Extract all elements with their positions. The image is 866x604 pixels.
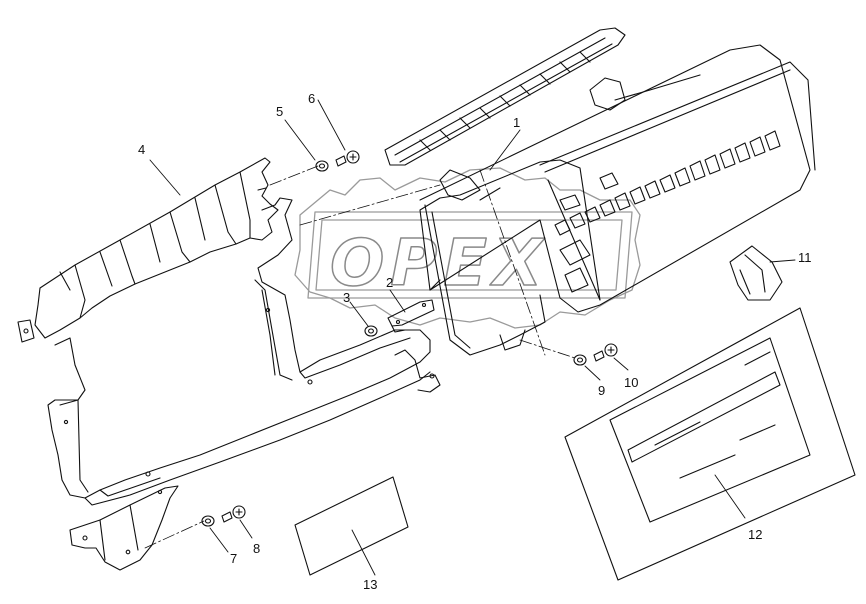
callout-4: 4 [138, 142, 146, 157]
part-1-instrument-cluster [419, 44, 816, 356]
top-strip [384, 27, 626, 166]
part-7-washer [201, 515, 215, 527]
cluster-slot-row [554, 130, 781, 236]
panel-housing-frame [47, 197, 441, 506]
part-13-label [294, 476, 409, 576]
part-8-screw [221, 505, 246, 523]
callout-1: 1 [513, 115, 521, 130]
callout-7: 7 [230, 551, 238, 566]
watermark-logo [294, 167, 641, 329]
part-4-trim-cover [17, 157, 279, 343]
leader-lines [149, 99, 796, 576]
part-6-screw [335, 150, 360, 167]
callout-2: 2 [386, 275, 394, 290]
callout-8: 8 [253, 541, 261, 556]
callout-9: 9 [598, 383, 606, 398]
callout-12: 12 [748, 527, 763, 542]
callout-13: 13 [363, 577, 378, 592]
center-lines [144, 165, 576, 549]
part-12-label-sheet [564, 307, 856, 581]
callout-6: 6 [308, 91, 316, 106]
part-5-washer [315, 160, 329, 172]
callout-11: 11 [798, 250, 812, 265]
part-2-bracket [387, 299, 435, 333]
callout-10: 10 [624, 375, 639, 390]
part-9-washer [573, 354, 587, 366]
part-11-clip [729, 245, 783, 301]
part-3-nut [364, 325, 378, 337]
watermark-text: OPEX [330, 227, 548, 301]
callout-3: 3 [343, 290, 351, 305]
callout-5: 5 [276, 104, 284, 119]
part-10-screw [593, 343, 618, 362]
